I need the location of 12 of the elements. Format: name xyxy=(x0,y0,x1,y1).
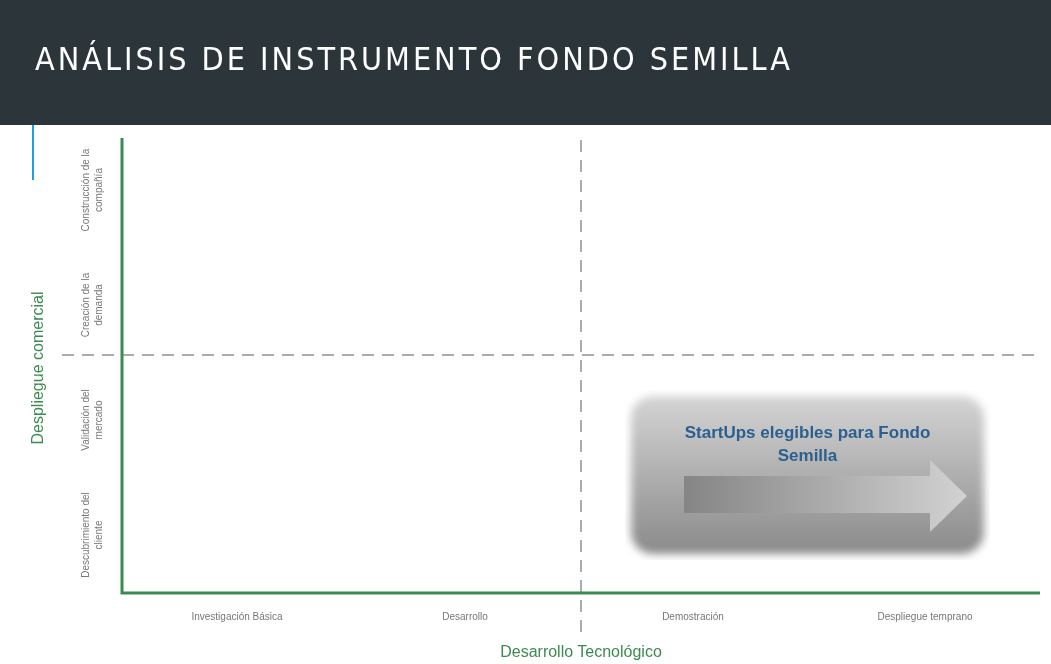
title: ANÁLISIS DE INSTRUMENTO FONDO SEMILLA xyxy=(35,40,793,78)
axis-title: Despliegue comercial xyxy=(28,290,47,447)
axis-tick-label: Validación del mercado xyxy=(79,388,104,453)
axis-tick-label: Investigación Básica xyxy=(191,610,283,622)
axis-tick-label: Demostración xyxy=(662,610,724,622)
box-label: StartUps elegibles para Fondo Semilla xyxy=(683,422,932,467)
axis-tick-label: Creación de la demanda xyxy=(79,271,104,340)
axis-tick-label: Desarrollo xyxy=(442,610,488,622)
axis-tick-label: Despliegue temprano xyxy=(877,610,973,622)
axis-title: Desarrollo Tecnológico xyxy=(500,643,662,661)
axis-tick-label: Descubrimiento del cliente xyxy=(79,491,104,580)
axis-tick-label: Construcción de la compañía xyxy=(79,147,105,234)
